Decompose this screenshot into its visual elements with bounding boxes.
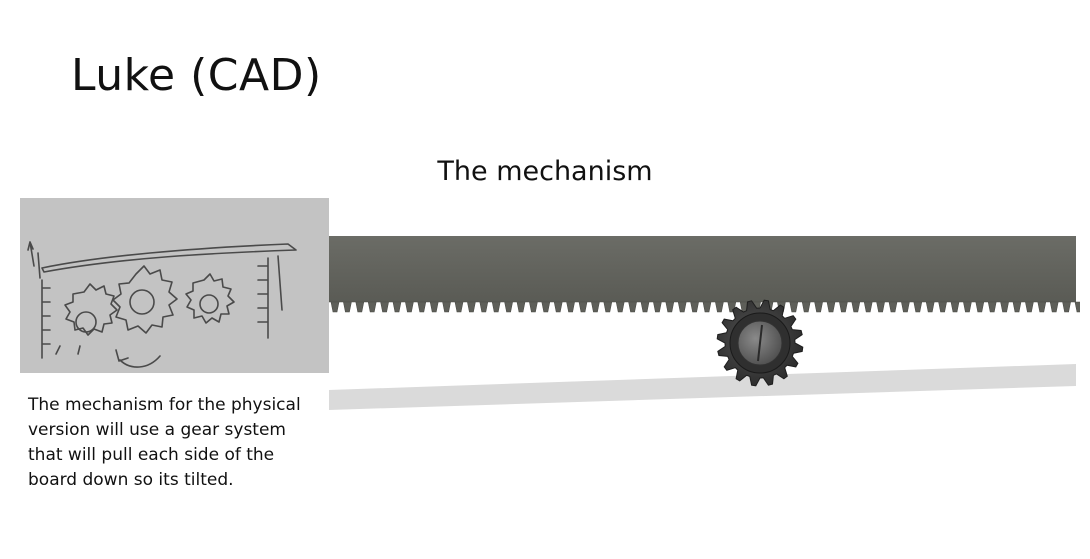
gear-sketch-icon (27, 241, 297, 368)
gear-sketch-image (20, 198, 329, 373)
floor-shadow (329, 364, 1076, 410)
slide-title: Luke (CAD) (71, 50, 322, 101)
rack-teeth (329, 301, 1084, 313)
pinion-gear (716, 299, 804, 387)
section-heading: The mechanism (437, 156, 653, 187)
gear-rack (329, 236, 1076, 302)
mechanism-caption: The mechanism for the physical version w… (28, 395, 301, 490)
rack-and-pinion-icon (329, 236, 1084, 410)
rack-and-pinion-render (329, 230, 1084, 420)
